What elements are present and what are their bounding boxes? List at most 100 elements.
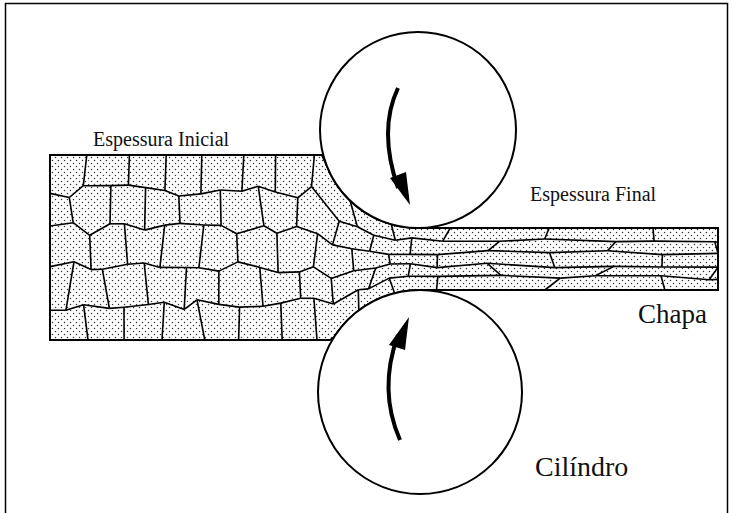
grain-boundary	[313, 267, 331, 279]
grain-boundary	[277, 233, 278, 272]
part-label: Cilíndro	[535, 452, 628, 483]
grain-boundary	[281, 298, 301, 303]
grain-boundary	[488, 241, 499, 250]
grain-boundary	[162, 302, 164, 340]
grain-boundary	[545, 228, 550, 239]
grain-boundary	[144, 263, 160, 267]
grain-boundary	[258, 186, 264, 226]
grain-boundary	[314, 298, 317, 340]
grain-boundary	[410, 264, 437, 268]
grain-boundary	[90, 224, 110, 236]
grain-boundary	[260, 267, 278, 272]
grain-boundary	[389, 254, 411, 256]
grain-boundary	[358, 288, 368, 290]
grain-boundary	[555, 266, 614, 267]
grain-boundary	[277, 227, 297, 234]
grain-boundary	[109, 307, 124, 308]
grain-boundary	[312, 155, 315, 187]
grain-boundary	[487, 263, 501, 275]
grain-boundary	[653, 228, 654, 241]
grain-boundary	[237, 226, 264, 234]
grain-boundary	[144, 263, 148, 305]
grain-boundary	[438, 275, 501, 276]
grain-boundary	[145, 225, 165, 230]
grain-boundary	[200, 155, 203, 194]
grain-boundary	[550, 251, 608, 253]
grain-boundary	[370, 235, 374, 251]
grain-boundary	[369, 268, 376, 289]
grain-boundary	[614, 266, 662, 268]
grain-boundary	[314, 298, 333, 304]
grain-boundary	[274, 155, 276, 192]
bottom-roll	[318, 290, 522, 494]
grain-boundary	[50, 309, 66, 311]
grain-boundary	[164, 302, 184, 309]
grain-boundary	[376, 264, 391, 268]
grain-boundary	[124, 224, 144, 230]
grain-boundary	[608, 251, 663, 255]
grain-boundary	[160, 225, 165, 267]
grain-boundary	[357, 290, 359, 311]
grain-boundary	[339, 221, 357, 227]
grain-boundary	[128, 185, 145, 188]
grain-boundary	[654, 240, 715, 242]
grain-boundary	[180, 223, 204, 225]
grain-boundary	[124, 224, 127, 264]
grain-boundary	[299, 267, 313, 272]
grain-boundary	[313, 234, 317, 267]
grain-boundary	[74, 262, 91, 270]
grain-boundary	[488, 251, 549, 253]
grain-boundary	[109, 186, 112, 224]
grain-boundary	[160, 267, 187, 269]
grain-boundary	[443, 240, 500, 242]
thickness-label: Espessura Final	[530, 183, 656, 205]
grain-boundary	[179, 194, 201, 196]
grain-boundary	[408, 264, 410, 277]
frame	[6, 4, 728, 513]
grain-boundary	[312, 187, 340, 222]
part-label: Chapa	[638, 300, 707, 330]
grain-boundary	[199, 225, 204, 268]
grain-boundary	[165, 155, 166, 191]
grain-boundary	[389, 278, 394, 293]
grain-boundary	[298, 187, 312, 198]
grain-boundary	[260, 267, 263, 306]
grain-boundary	[50, 223, 73, 226]
grain-boundary	[199, 268, 219, 271]
grain-boundary	[90, 235, 91, 269]
grain-boundary	[437, 263, 487, 267]
grain-boundary	[73, 223, 90, 236]
grain-boundary	[550, 253, 555, 268]
grain-boundary	[187, 267, 199, 269]
grain-boundary	[197, 300, 219, 305]
grain-boundary	[66, 262, 74, 311]
grain-boundary	[91, 268, 102, 270]
grain-boundary	[443, 228, 451, 241]
grain-boundary	[616, 240, 654, 242]
top-roll	[320, 32, 516, 228]
grain-boundary	[370, 251, 389, 254]
grain-boundary	[111, 184, 128, 186]
grain-boundary	[438, 251, 489, 255]
grain-boundary	[102, 269, 109, 308]
grain-boundary	[124, 305, 148, 308]
grain-boundary	[437, 276, 438, 290]
grain-boundary	[333, 221, 340, 245]
grain-boundary	[83, 185, 111, 187]
grain-boundary	[201, 190, 220, 194]
grain-boundary	[545, 278, 561, 290]
grain-boundary	[84, 305, 88, 340]
grain-boundary	[145, 188, 146, 231]
grain-boundary	[123, 307, 125, 340]
grain-boundary	[352, 249, 354, 271]
grain-boundary	[709, 267, 718, 280]
grain-boundary	[219, 262, 238, 271]
grain-boundary	[560, 276, 595, 278]
grain-boundary	[281, 303, 282, 340]
grain-boundary	[69, 186, 83, 198]
grain-boundary	[128, 263, 145, 264]
grain-boundary	[240, 305, 263, 307]
grain-boundary	[69, 198, 73, 223]
grain-boundary	[595, 266, 614, 275]
